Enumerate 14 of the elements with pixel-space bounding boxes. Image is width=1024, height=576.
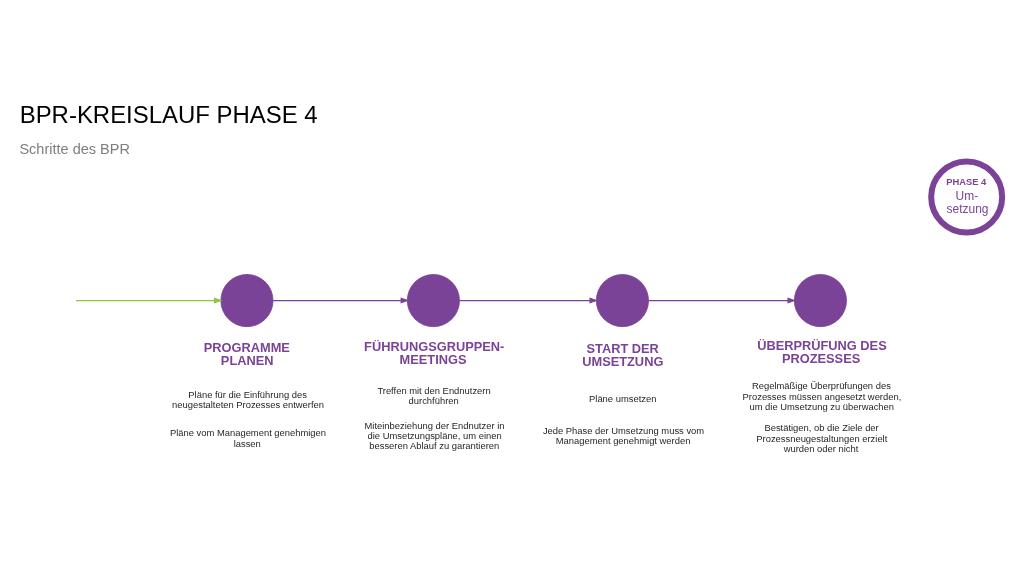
diagram-title: BPR-KREISLAUF PHASE 4 <box>19 100 318 128</box>
node-label: ÜBERPRÜFUNG DES PROZESSES <box>757 337 887 366</box>
node-label: Regelmäßige Überprüfungen des Prozesses müssen angesetzt werden, um die Umsetzung zu überwachen <box>742 379 902 412</box>
node-label: START DER UMSETZUNG <box>582 340 664 369</box>
node-label: Pläne für die Einführung des neugestalteten Prozesses entwerfen <box>172 388 325 410</box>
node-label: Pläne vom Management genehmigen lassen <box>169 426 327 449</box>
node-label: Pläne umsetzen <box>589 392 657 404</box>
node-label: Jede Phase der Umsetzung muss vom Management genehmigt werden <box>542 424 705 446</box>
label: Schritte des BPR <box>19 140 130 157</box>
node-label: Treffen mit den Endnutzern durchführen <box>377 384 491 406</box>
node-label: Miteinbeziehung der Endnutzer in die Umsetzungspläne, um einen besseren Ablauf zu garantieren <box>364 419 505 451</box>
node-label: PROGRAMME PLANEN <box>203 339 290 368</box>
node-label: Bestätigen, ob die Ziele der Prozessneugestaltungen erzielt wurden oder nicht <box>756 421 888 454</box>
node-label: FÜHRUNGSGRUPPEN- MEETINGS <box>364 338 505 367</box>
